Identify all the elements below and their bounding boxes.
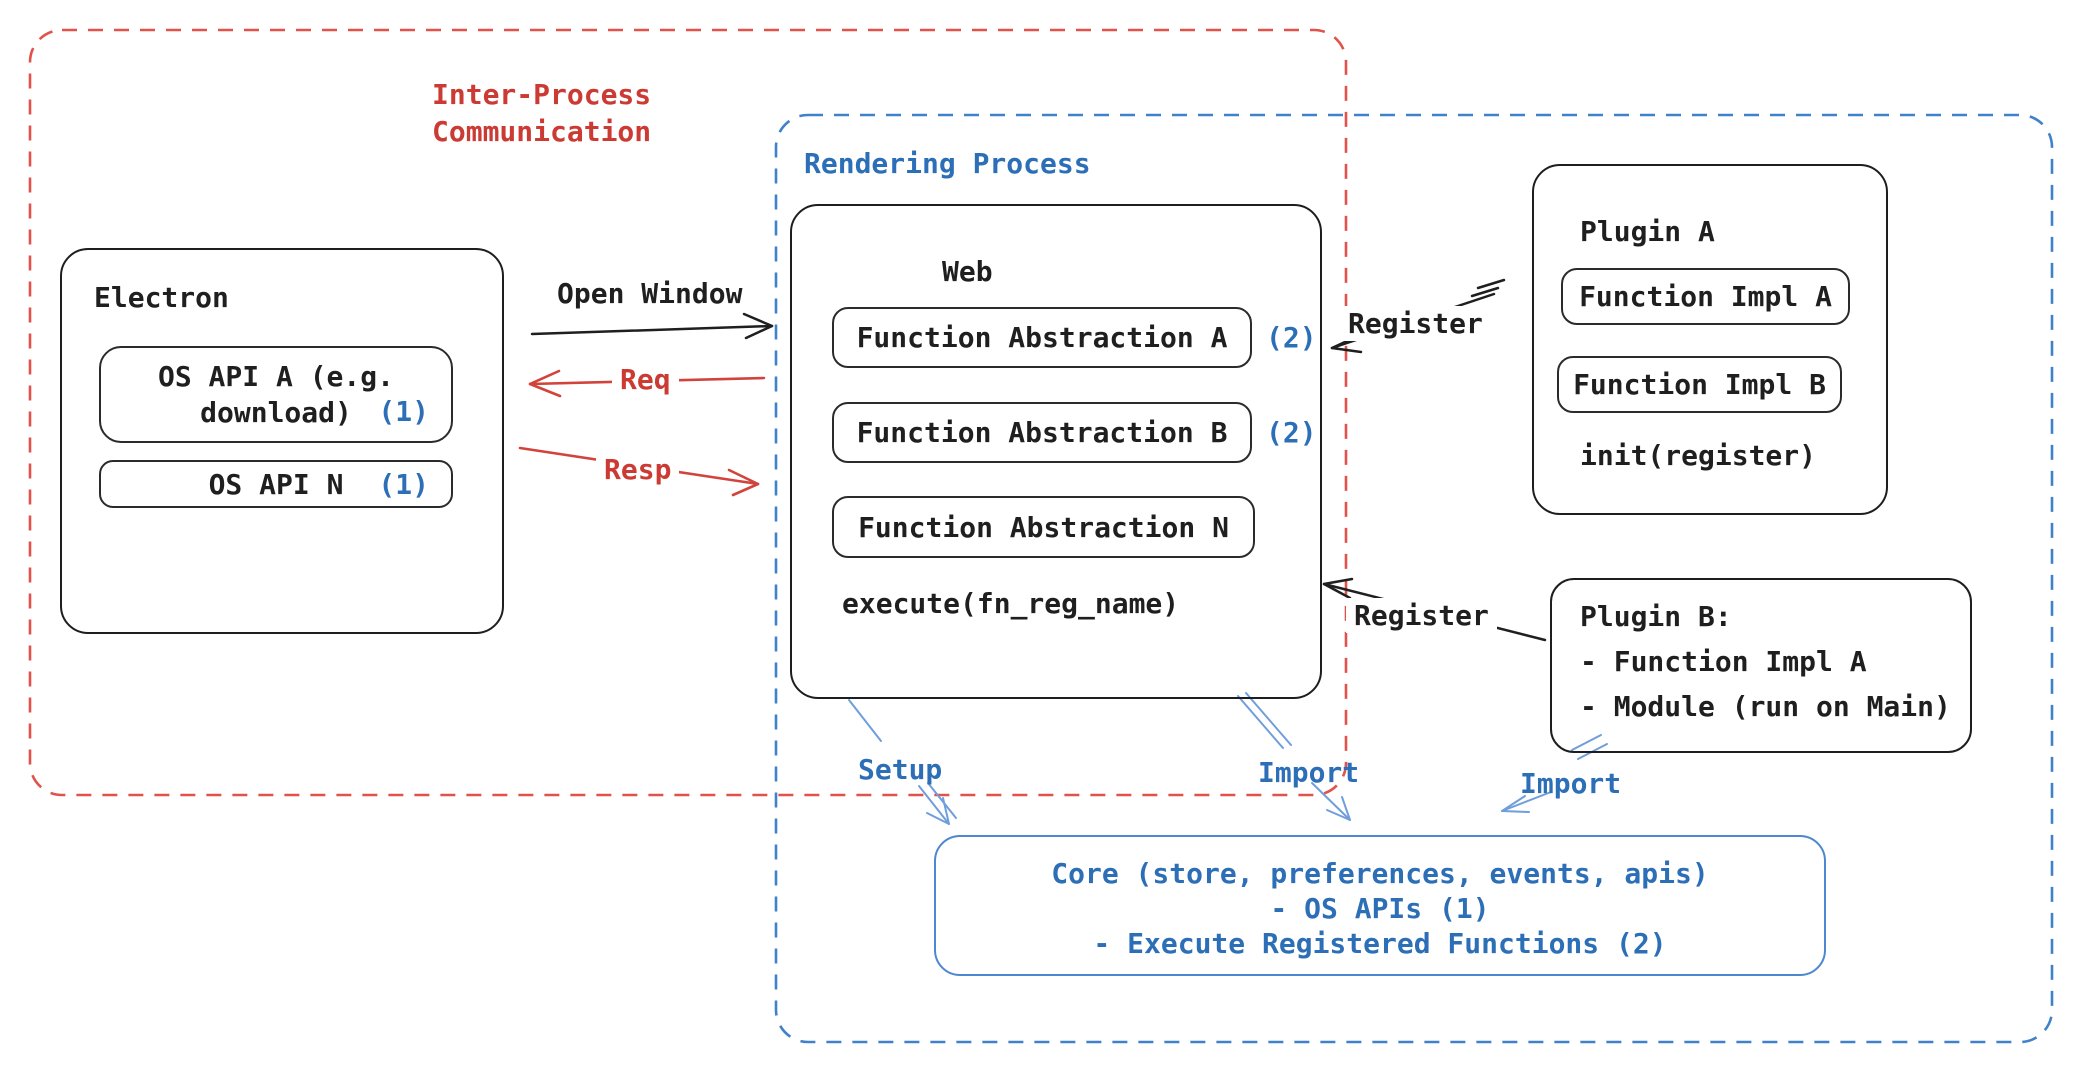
function-abstraction-a-row: Function Abstraction A (2) <box>832 307 1317 368</box>
os-api-n-label: OS API N <box>208 467 344 501</box>
core-line2: - OS APIs (1) <box>1270 892 1490 925</box>
core-box: Core (store, preferences, events, apis) … <box>934 835 1826 976</box>
function-abstraction-n-box: Function Abstraction N <box>832 496 1255 558</box>
os-api-n-badge: (1) <box>378 467 429 501</box>
web-box: Web Function Abstraction A (2) Function … <box>790 204 1322 699</box>
electron-title: Electron <box>94 281 229 314</box>
ipc-region-label: Inter-Process Communication <box>432 78 652 148</box>
function-abstraction-b-badge: (2) <box>1266 416 1317 449</box>
electron-box: Electron OS API A (e.g. download) (1) OS… <box>60 248 504 634</box>
function-abstraction-a-badge: (2) <box>1266 321 1317 354</box>
plugin-b-line2: - Module (run on Main) <box>1580 690 1951 723</box>
web-title: Web <box>942 255 993 288</box>
rendering-process-label: Rendering Process <box>804 147 1091 180</box>
plugin-b-title: Plugin B: <box>1580 600 1732 633</box>
function-abstraction-a-box: Function Abstraction A <box>832 307 1252 368</box>
open-window-arrow <box>530 312 774 340</box>
os-api-a-badge: (1) <box>378 395 429 428</box>
os-api-a-line2: download) <box>200 395 352 429</box>
plugin-b-box: Plugin B: - Function Impl A - Module (ru… <box>1550 578 1972 753</box>
open-window-label: Open Window <box>557 277 743 310</box>
plugin-b-content: Plugin B: - Function Impl A - Module (ru… <box>1580 594 1951 729</box>
plugin-a-init-text: init(register) <box>1580 439 1817 472</box>
resp-label: Resp <box>596 452 680 487</box>
function-abstraction-b-row: Function Abstraction B (2) <box>832 402 1317 463</box>
register-top-label: Register <box>1340 306 1491 341</box>
os-api-n-box: OS API N (1) <box>99 460 453 508</box>
plugin-a-impl-b-box: Function Impl B <box>1557 356 1842 413</box>
setup-label: Setup <box>858 753 943 786</box>
os-api-a-line1: OS API A (e.g. <box>157 359 394 393</box>
plugin-a-box: Plugin A Function Impl A Function Impl B… <box>1532 164 1888 515</box>
import-web-label: Import <box>1258 756 1360 789</box>
core-line1: Core (store, preferences, events, apis) <box>1051 857 1709 890</box>
plugin-a-title: Plugin A <box>1580 215 1715 248</box>
plugin-a-impl-a-box: Function Impl A <box>1561 268 1850 325</box>
web-execute-text: execute(fn_reg_name) <box>842 587 1180 620</box>
function-abstraction-b-box: Function Abstraction B <box>832 402 1252 463</box>
register-bottom-label: Register <box>1346 598 1497 633</box>
req-label: Req <box>612 362 679 397</box>
core-line3: - Execute Registered Functions (2) <box>1093 927 1667 960</box>
plugin-b-line1: - Function Impl A <box>1580 645 1867 678</box>
function-abstraction-n-row: Function Abstraction N <box>832 496 1269 558</box>
import-plugin-label: Import <box>1520 767 1622 800</box>
os-api-a-box: OS API A (e.g. download) (1) <box>99 346 453 443</box>
